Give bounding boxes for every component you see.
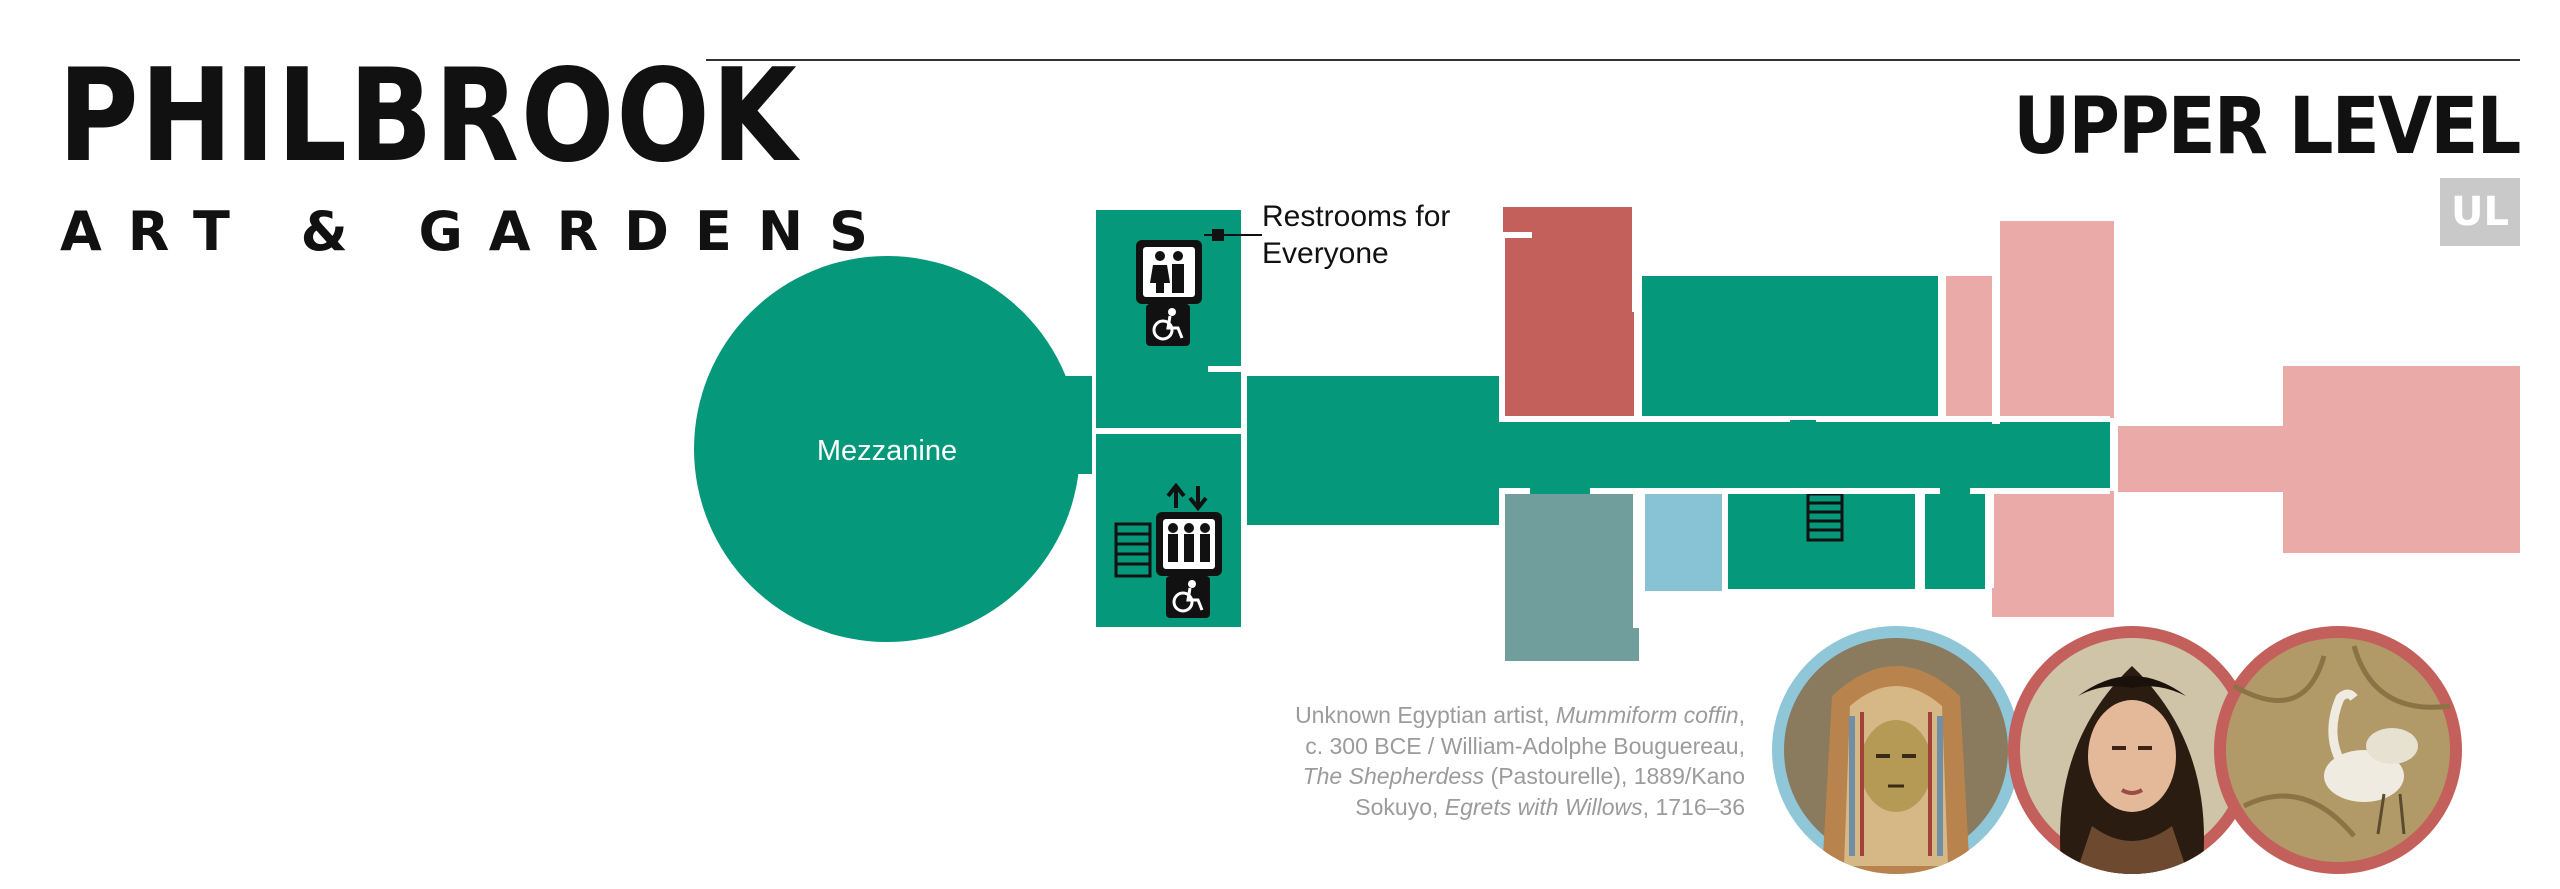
gallery-corridor-west[interactable] — [1247, 376, 1499, 525]
caption-text: , c. 300 BCE / William-Adolphe Bouguerea… — [1305, 702, 1745, 759]
gallery-pink-tall[interactable] — [2000, 221, 2114, 418]
gallery-slate[interactable] — [1505, 491, 1639, 661]
restroom-callout: Restrooms for Everyone — [1262, 200, 1451, 270]
gallery-pink-south[interactable] — [1992, 491, 2114, 617]
caption-title: Mummiform coffin — [1555, 702, 1739, 728]
callout-marker — [1212, 229, 1224, 241]
gallery-pink-narrow[interactable] — [1946, 276, 1992, 419]
gallery-teal-small[interactable] — [1925, 491, 1985, 589]
gallery-light-blue[interactable] — [1645, 491, 1723, 591]
caption-title: The Shepherdess — [1302, 763, 1485, 789]
gallery-corridor-main[interactable] — [1499, 422, 2110, 488]
artwork-mummiform-coffin — [1772, 626, 2020, 874]
header-rule — [706, 59, 2520, 61]
caption-text: Unknown Egyptian artist, — [1295, 702, 1556, 728]
accessible-icon[interactable] — [1146, 304, 1190, 346]
gallery-pink-corridor[interactable] — [2118, 426, 2283, 492]
mezzanine-label: Mezzanine — [817, 435, 957, 467]
level-badge: UL — [2440, 178, 2520, 246]
artwork-the-shepherdess — [2008, 626, 2256, 874]
caption-text: (Pastourelle), 1889/Kano Sokuyo, — [1355, 763, 1745, 820]
core-notch — [1208, 366, 1248, 372]
gallery-teal-north[interactable] — [1641, 276, 1938, 419]
stairs-icon[interactable] — [1114, 522, 1152, 578]
mezzanine-connector — [1040, 376, 1092, 474]
elevator-icon[interactable] — [1156, 482, 1222, 576]
artwork-egrets-with-willows — [2214, 626, 2462, 874]
accessible-icon[interactable] — [1166, 576, 1210, 618]
level-title: UPPER LEVEL — [2013, 82, 2522, 172]
mezzanine-room[interactable] — [694, 256, 1080, 642]
gallery-red-large[interactable] — [1503, 207, 1634, 420]
artwork-caption: Unknown Egyptian artist, Mummiform coffi… — [1290, 700, 1745, 822]
gallery-pink-east[interactable] — [2283, 366, 2520, 553]
core-divider — [1096, 428, 1246, 434]
caption-title: Egrets with Willows — [1444, 793, 1643, 820]
caption-text: , 1716–36 — [1642, 793, 1745, 820]
restroom-icon[interactable] — [1136, 240, 1202, 304]
